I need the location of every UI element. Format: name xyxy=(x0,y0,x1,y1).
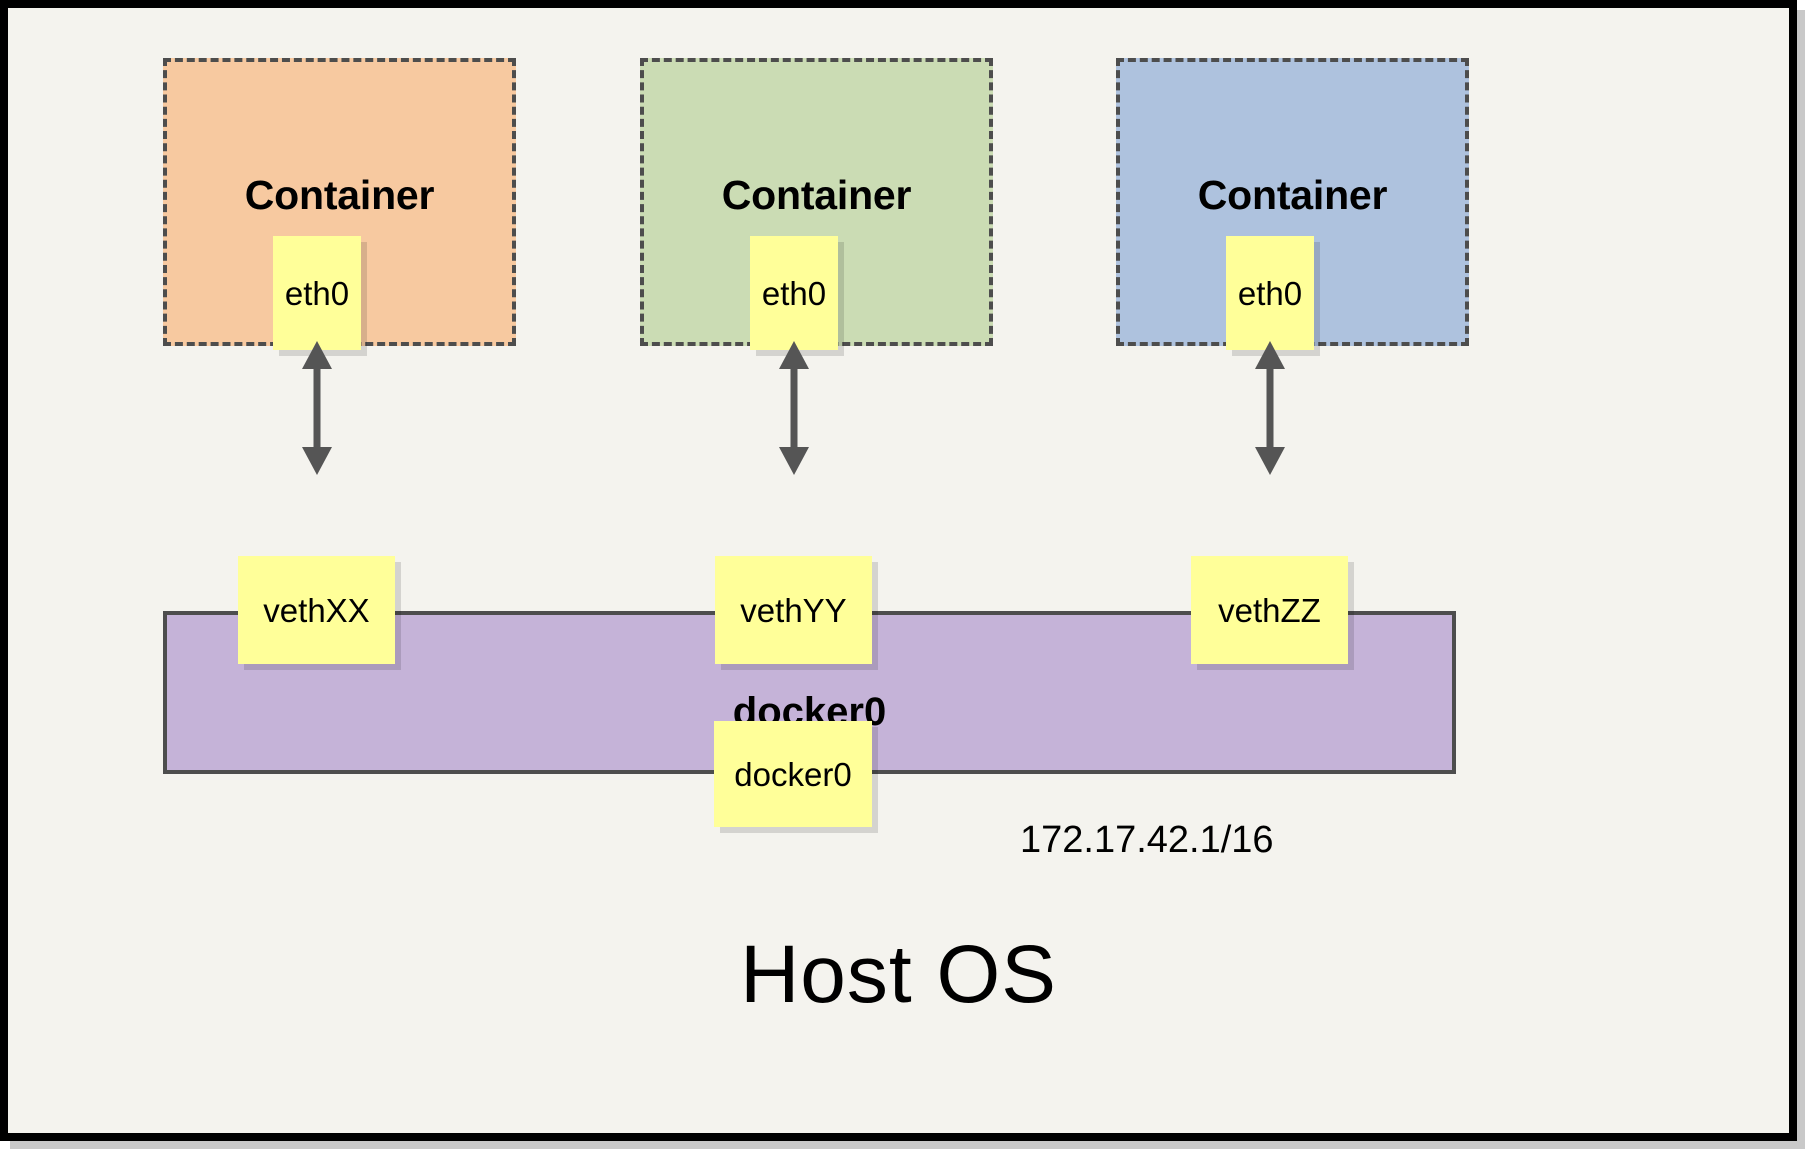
container-eth0-box-2[interactable]: eth0 xyxy=(750,236,838,350)
docker0-interface-label: docker0 xyxy=(734,755,852,793)
container-title-2: Container xyxy=(721,172,912,218)
host-os-label: Host OS xyxy=(740,929,1057,1020)
container-box-2[interactable]: Container xyxy=(640,58,993,346)
veth-box-2[interactable]: vethYY xyxy=(715,556,872,664)
container-title-3: Container xyxy=(1197,172,1388,218)
veth-box-1[interactable]: vethXX xyxy=(238,556,395,664)
veth-box-3[interactable]: vethZZ xyxy=(1191,556,1348,664)
diagram-inner-canvas: Container eth0 Container eth0 Container … xyxy=(8,8,1789,1133)
veth-label-1: vethXX xyxy=(263,591,370,629)
docker0-interface-box[interactable]: docker0 xyxy=(714,721,872,827)
container-eth0-label-2: eth0 xyxy=(761,274,827,312)
double-headed-arrow-icon-1 xyxy=(300,341,334,475)
container-eth0-label-3: eth0 xyxy=(1237,274,1303,312)
double-headed-arrow-icon-3 xyxy=(1253,341,1287,475)
container-title-1: Container xyxy=(244,172,435,218)
veth-label-2: vethYY xyxy=(740,591,847,629)
docker0-ip-address: 172.17.42.1/16 xyxy=(1020,819,1274,861)
container-eth0-box-1[interactable]: eth0 xyxy=(273,236,361,350)
container-eth0-label-1: eth0 xyxy=(284,274,350,312)
double-headed-arrow-icon-2 xyxy=(777,341,811,475)
veth-label-3: vethZZ xyxy=(1218,591,1321,629)
container-eth0-box-3[interactable]: eth0 xyxy=(1226,236,1314,350)
